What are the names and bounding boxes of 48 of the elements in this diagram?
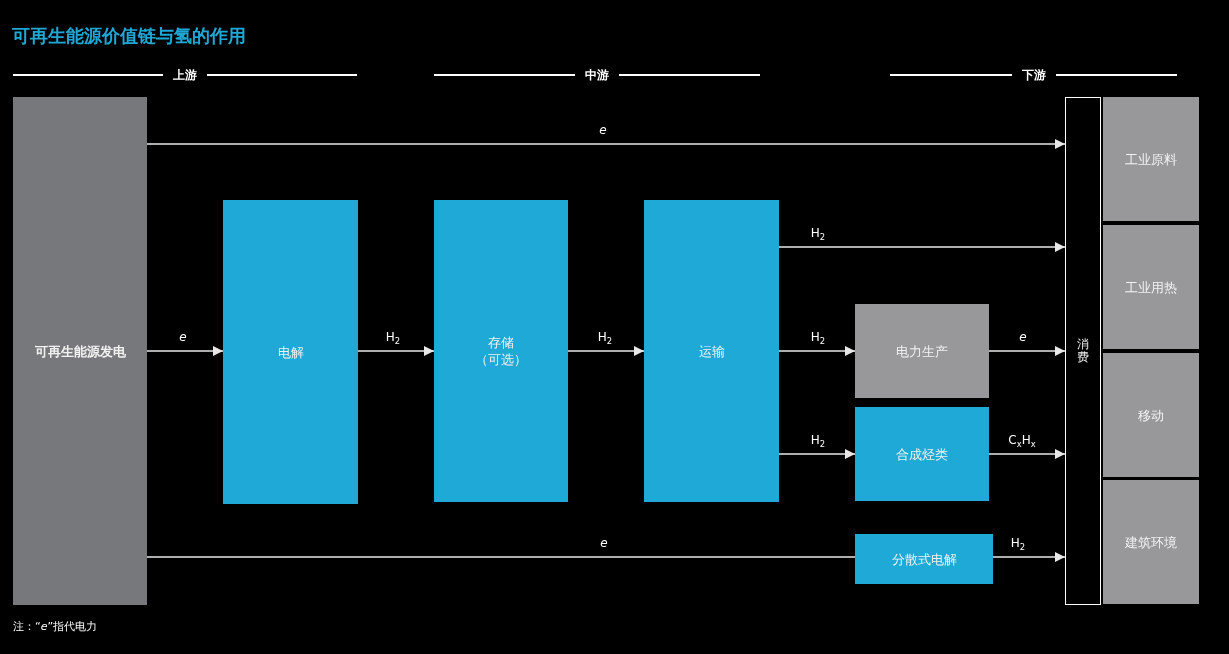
arrow (357, 346, 435, 356)
node-text: 可再生能源发电 (34, 342, 126, 360)
section-heading: 下游 (1021, 66, 1046, 84)
source-box (13, 97, 147, 605)
edge-label: H$_{2}$ (383, 330, 403, 345)
process-box (644, 200, 779, 502)
arrow (988, 346, 1066, 356)
node-text: 合成烃类 (896, 445, 948, 463)
edge-label: H$_{2}$ (808, 330, 828, 345)
edge-label: C$_{x}$H$_{x}$ (1006, 433, 1038, 448)
arrow (778, 449, 856, 459)
arrow (146, 139, 1066, 149)
section-heading: 上游 (173, 66, 197, 84)
arrow (778, 346, 856, 356)
process-box (855, 304, 989, 398)
section-heading: 中游 (585, 66, 609, 84)
arrow (146, 346, 224, 356)
node-text: 工业用热 (1125, 278, 1177, 296)
process-box (855, 407, 989, 501)
sector-box (1103, 480, 1199, 604)
edge-label: H$_{2}$ (595, 330, 615, 345)
sector-box (1103, 225, 1199, 349)
node-text: 运输 (698, 342, 725, 360)
arrow (992, 552, 1066, 562)
node-text: 工业原料 (1125, 150, 1177, 168)
process-box (434, 200, 568, 502)
node-text: 建筑环境 (1125, 533, 1177, 551)
node-text: 消费 (1077, 337, 1089, 365)
consumption-column (1065, 97, 1101, 605)
node-text: （可选） (475, 351, 527, 368)
edge-label: H$_{2}$ (808, 433, 828, 448)
node-text: 电解 (277, 343, 304, 361)
process-box (855, 534, 993, 584)
node-text: 移动 (1138, 406, 1164, 424)
diagram-title: 可再生能源价值链与氢的作用 (12, 25, 246, 47)
sector-box (1103, 353, 1199, 477)
node-text: 电力生产 (896, 342, 948, 360)
process-box (223, 200, 358, 504)
node-text: 分散式电解 (891, 550, 957, 568)
sector-box (1103, 97, 1199, 221)
node-text: 存储 (488, 334, 514, 351)
arrow (778, 242, 1066, 252)
edge-label: H$_{2}$ (1008, 536, 1028, 551)
arrow (567, 346, 645, 356)
edge-label: H$_{2}$ (808, 226, 828, 241)
footnote: 注：“e”指代电力 (13, 620, 98, 634)
arrow (988, 449, 1066, 459)
connector-line (146, 556, 856, 558)
